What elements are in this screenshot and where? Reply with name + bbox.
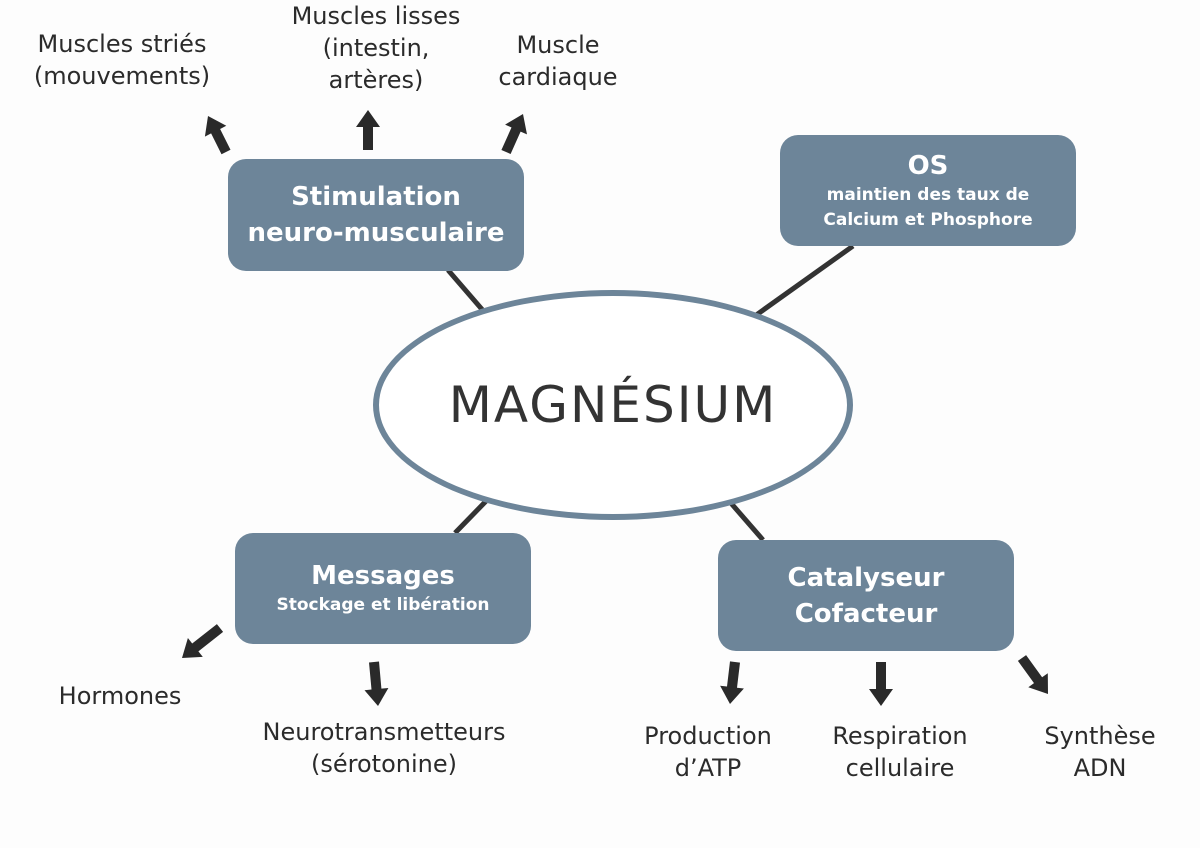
leaf-synthese-adn: Synthèse ADN — [1020, 720, 1180, 784]
connector-stimulation — [446, 268, 488, 316]
os-subtitle-line1: maintien des taux de — [826, 184, 1030, 205]
connector-catalyseur — [728, 500, 765, 542]
stimulation-title-line1: Stimulation — [291, 182, 461, 212]
node-stimulation: Stimulation neuro-musculaire — [228, 159, 524, 271]
messages-subtitle: Stockage et libération — [276, 595, 490, 615]
production-atp-line1: Production — [644, 722, 772, 750]
leaf-muscles-stries: Muscles striés (mouvements) — [22, 28, 222, 92]
arrow-to-muscles-stries — [204, 116, 231, 155]
catalyseur-title-line1: Catalyseur — [787, 562, 945, 593]
center-ellipse: MAGNÉSIUM — [373, 290, 853, 520]
synthese-adn-line2: ADN — [1073, 754, 1127, 782]
hormones-line1: Hormones — [58, 682, 182, 710]
arrow-to-muscle-cardiaque — [501, 114, 527, 154]
leaf-neurotransmetteurs: Neurotransmetteurs (sérotonine) — [234, 716, 534, 780]
arrow-to-production-atp — [720, 661, 744, 704]
os-subtitle-line2: Calcium et Phosphore — [823, 209, 1033, 230]
production-atp-line2: d’ATP — [674, 754, 742, 782]
leaf-muscle-cardiaque: Muscle cardiaque — [478, 29, 638, 93]
leaf-respiration: Respiration cellulaire — [810, 720, 990, 784]
center-label: MAGNÉSIUM — [448, 376, 778, 434]
muscle-cardiaque-line2: cardiaque — [498, 63, 618, 91]
muscle-cardiaque-line1: Muscle — [516, 31, 600, 59]
neurotransmetteurs-line2: (sérotonine) — [311, 750, 457, 778]
node-catalyseur: Catalyseur Cofacteur — [718, 540, 1014, 651]
synthese-adn-line1: Synthèse — [1044, 722, 1156, 750]
catalyseur-title-line2: Cofacteur — [794, 598, 938, 629]
os-title: OS — [907, 150, 949, 181]
messages-title: Messages — [311, 561, 455, 591]
arrow-to-hormones — [182, 624, 224, 658]
muscles-lisses-line1: Muscles lisses — [291, 2, 461, 30]
respiration-line2: cellulaire — [845, 754, 955, 782]
arrow-to-synthese-adn — [1017, 655, 1048, 694]
leaf-hormones: Hormones — [40, 680, 200, 712]
leaf-muscles-lisses: Muscles lisses (intestin, artères) — [276, 0, 476, 96]
arrow-to-muscles-lisses — [356, 110, 380, 150]
respiration-line1: Respiration — [832, 722, 968, 750]
arrow-to-respiration — [869, 662, 893, 706]
node-messages: Messages Stockage et libération — [235, 533, 531, 644]
connector-messages — [453, 495, 492, 535]
muscles-stries-line1: Muscles striés — [37, 30, 207, 58]
node-os: OS maintien des taux de Calcium et Phosp… — [780, 135, 1076, 246]
stimulation-title-line2: neuro-musculaire — [247, 218, 505, 248]
neurotransmetteurs-line1: Neurotransmetteurs — [262, 718, 506, 746]
connector-os — [750, 243, 855, 321]
muscles-lisses-line3: artères) — [328, 66, 424, 94]
arrow-to-neurotransmetteurs — [364, 661, 389, 706]
muscles-stries-line2: (mouvements) — [33, 62, 211, 90]
leaf-production-atp: Production d’ATP — [618, 720, 798, 784]
muscles-lisses-line2: (intestin, — [322, 34, 430, 62]
